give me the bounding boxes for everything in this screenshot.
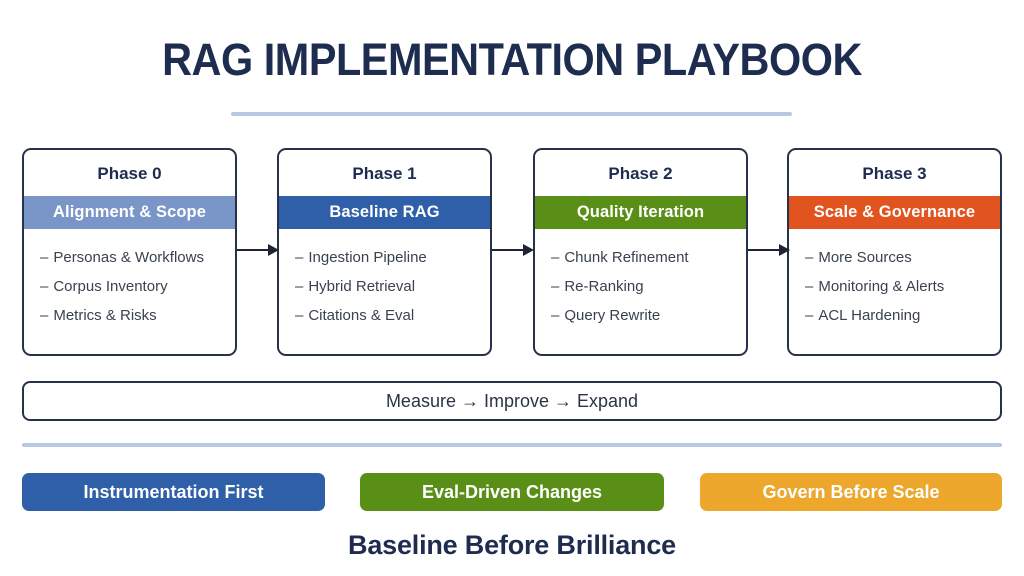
list-item: –Monitoring & Alerts (805, 272, 1000, 301)
dash-glyph: – (805, 307, 814, 324)
phase-card-banner: Scale & Governance (789, 196, 1000, 229)
footer-tagline: Baseline Before Brilliance (348, 530, 676, 560)
list-item: –More Sources (805, 243, 1000, 272)
footer-divider-rule (22, 443, 1002, 447)
dash-glyph: – (295, 278, 304, 295)
list-item: –Corpus Inventory (40, 272, 235, 301)
dash-glyph: – (551, 249, 560, 266)
measure-improve-expand-bar: Measure → Improve → Expand (22, 381, 1002, 421)
dash-glyph: – (40, 249, 49, 266)
arrow-right-icon (748, 244, 790, 256)
principle-badge-row: Instrumentation First Eval-Driven Change… (22, 473, 1002, 511)
list-item-label: Hybrid Retrieval (308, 278, 416, 295)
list-item-label: Citations & Eval (308, 307, 415, 324)
list-item: –Ingestion Pipeline (295, 243, 490, 272)
principle-badge-instrumentation-first[interactable]: Instrumentation First (22, 473, 325, 511)
title-underline-rule (231, 112, 792, 116)
list-item-label: Monitoring & Alerts (818, 278, 945, 295)
dash-glyph: – (295, 249, 304, 266)
list-item-label: Re-Ranking (564, 278, 644, 295)
phase-card-title: Phase 0 (97, 164, 162, 183)
list-item-label: ACL Hardening (818, 307, 921, 324)
list-item: –Metrics & Risks (40, 301, 235, 330)
phase-card-items: –Ingestion Pipeline –Hybrid Retrieval –C… (279, 229, 490, 330)
dash-glyph: – (551, 307, 560, 324)
phase-card-1[interactable]: Phase 1 Baseline RAG –Ingestion Pipeline… (277, 148, 492, 356)
list-item: –ACL Hardening (805, 301, 1000, 330)
list-item-label: More Sources (818, 249, 912, 266)
phase-card-title: Phase 2 (608, 164, 673, 183)
list-item: –Personas & Workflows (40, 243, 235, 272)
list-item-label: Query Rewrite (564, 307, 661, 324)
dash-glyph: – (551, 278, 560, 295)
phase-card-items: –More Sources –Monitoring & Alerts –ACL … (789, 229, 1000, 330)
phase-card-0[interactable]: Phase 0 Alignment & Scope –Personas & Wo… (22, 148, 237, 356)
principle-badge-govern-before-scale[interactable]: Govern Before Scale (700, 473, 1002, 511)
list-item-label: Metrics & Risks (53, 307, 157, 324)
list-item: –Hybrid Retrieval (295, 272, 490, 301)
list-item: –Query Rewrite (551, 301, 746, 330)
page-title: RAG IMPLEMENTATION PLAYBOOK (162, 34, 862, 85)
arrow-right-icon (492, 244, 534, 256)
dash-glyph: – (805, 249, 814, 266)
phase-card-items: –Chunk Refinement –Re-Ranking –Query Rew… (535, 229, 746, 330)
phase-card-banner: Alignment & Scope (24, 196, 235, 229)
phase-card-items: –Personas & Workflows –Corpus Inventory … (24, 229, 235, 330)
phase-card-banner: Quality Iteration (535, 196, 746, 229)
list-item-label: Corpus Inventory (53, 278, 168, 295)
list-item-label: Ingestion Pipeline (308, 249, 427, 266)
dash-glyph: – (40, 307, 49, 324)
phase-card-3[interactable]: Phase 3 Scale & Governance –More Sources… (787, 148, 1002, 356)
phase-card-2[interactable]: Phase 2 Quality Iteration –Chunk Refinem… (533, 148, 748, 356)
phase-card-row: Phase 0 Alignment & Scope –Personas & Wo… (22, 148, 1002, 356)
list-item-label: Personas & Workflows (53, 249, 204, 266)
phase-card-banner: Baseline RAG (279, 196, 490, 229)
arrow-right-icon (237, 244, 279, 256)
list-item: –Chunk Refinement (551, 243, 746, 272)
phase-card-title: Phase 1 (352, 164, 417, 183)
phase-card-title: Phase 3 (862, 164, 927, 183)
principle-badge-eval-driven-changes[interactable]: Eval-Driven Changes (360, 473, 664, 511)
list-item: –Re-Ranking (551, 272, 746, 301)
dash-glyph: – (805, 278, 814, 295)
dash-glyph: – (295, 307, 304, 324)
dash-glyph: – (40, 278, 49, 295)
list-item: –Citations & Eval (295, 301, 490, 330)
list-item-label: Chunk Refinement (564, 249, 689, 266)
